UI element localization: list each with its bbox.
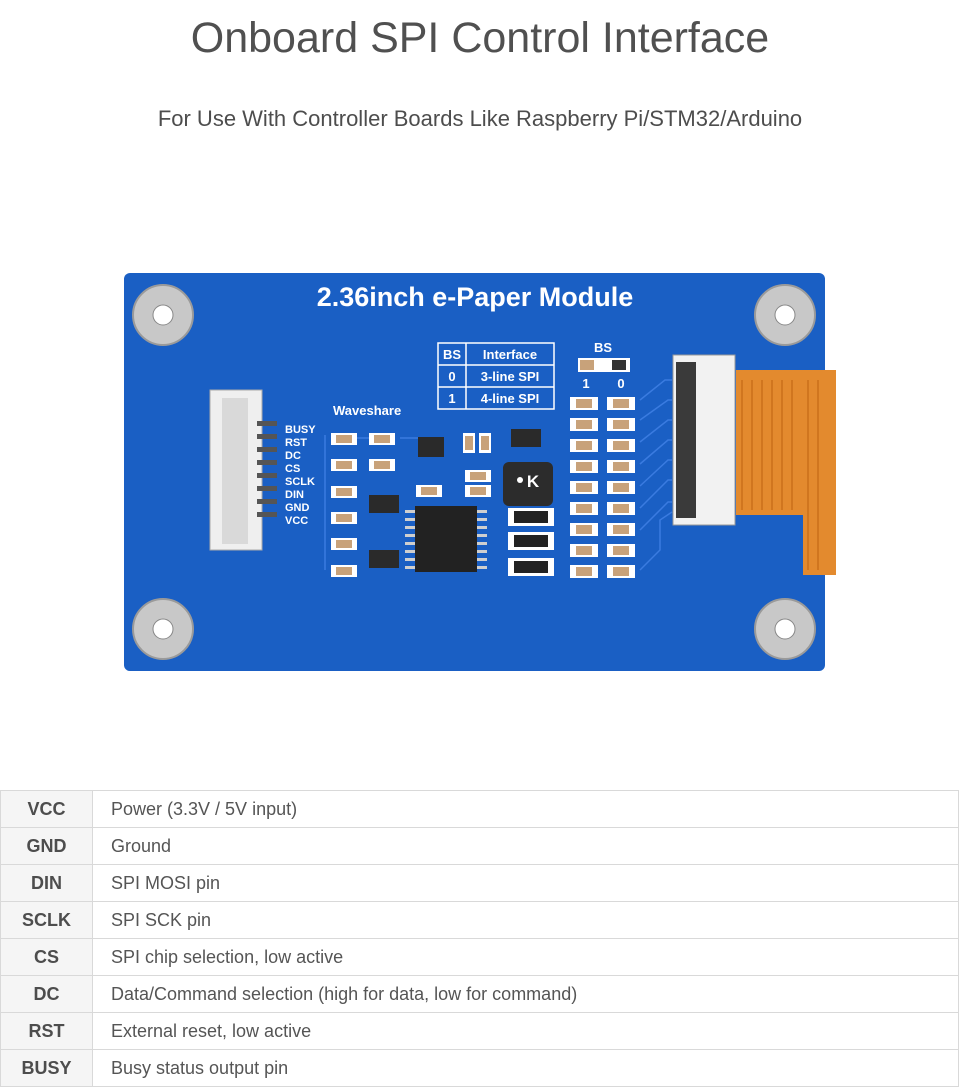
pin-label: RST [285,437,307,449]
pin-desc-cell: External reset, low active [92,1012,959,1050]
table-row: DIN SPI MOSI pin [0,864,959,902]
pin-label: SCLK [285,476,315,488]
pin-name-cell: DC [0,975,93,1013]
flex-cable [736,370,836,575]
board-title: 2.36inch e-Paper Module [317,282,634,312]
pin-name-cell: RST [0,1012,93,1050]
bs-table-cell: 1 [448,391,455,406]
epaper-board-illustration: 2.36inch e-Paper Module BUSY RST DC CS S… [124,273,836,671]
page-title: Onboard SPI Control Interface [190,14,770,62]
pin-desc-cell: SPI MOSI pin [92,864,959,902]
bs-switch-right-label: 0 [617,376,624,391]
mounting-hole-icon [132,284,194,346]
pin-desc-cell: Power (3.3V / 5V input) [92,790,959,828]
pin-desc-cell: Ground [92,827,959,865]
table-row: RST External reset, low active [0,1012,959,1050]
mounting-hole-icon [132,598,194,660]
bs-table-cell: 4-line SPI [481,391,540,406]
page-subtitle: For Use With Controller Boards Like Rasp… [157,106,803,131]
bs-table-header: BS [443,347,461,362]
table-row: VCC Power (3.3V / 5V input) [0,790,959,828]
inductor-mark: K [527,472,540,491]
bs-table-cell: 0 [448,369,455,384]
bs-interface-table [437,342,555,410]
pin-label: DIN [285,489,304,501]
pin-name-cell: GND [0,827,93,865]
mounting-hole-icon [754,284,816,346]
pin-description-table: VCC Power (3.3V / 5V input) GND Ground D… [0,790,959,1087]
driver-chip [415,506,477,572]
pin-desc-cell: SPI SCK pin [92,901,959,939]
pin-desc-cell: SPI chip selection, low active [92,938,959,976]
pin-label: DC [285,450,301,462]
inductor [503,462,553,506]
mounting-hole-icon [754,598,816,660]
pin-label: VCC [285,515,308,527]
bs-table-header: Interface [483,347,537,362]
pin-name-cell: VCC [0,790,93,828]
bs-switch-label: BS [594,340,612,355]
pin-desc-cell: Data/Command selection (high for data, l… [92,975,959,1013]
pin-name-cell: CS [0,938,93,976]
brand-label: Waveshare [333,403,401,418]
pin-name-cell: DIN [0,864,93,902]
table-row: DC Data/Command selection (high for data… [0,975,959,1013]
pin-label: GND [285,502,310,514]
table-row: BUSY Busy status output pin [0,1049,959,1087]
table-row: GND Ground [0,827,959,865]
pin-label: CS [285,463,300,475]
pin-desc-cell: Busy status output pin [92,1049,959,1087]
bs-table-cell: 3-line SPI [481,369,540,384]
table-row: CS SPI chip selection, low active [0,938,959,976]
table-row: SCLK SPI SCK pin [0,901,959,939]
pin-name-cell: BUSY [0,1049,93,1087]
pin-name-cell: SCLK [0,901,93,939]
pin-label: BUSY [285,424,316,436]
bs-switch-left-label: 1 [582,376,589,391]
